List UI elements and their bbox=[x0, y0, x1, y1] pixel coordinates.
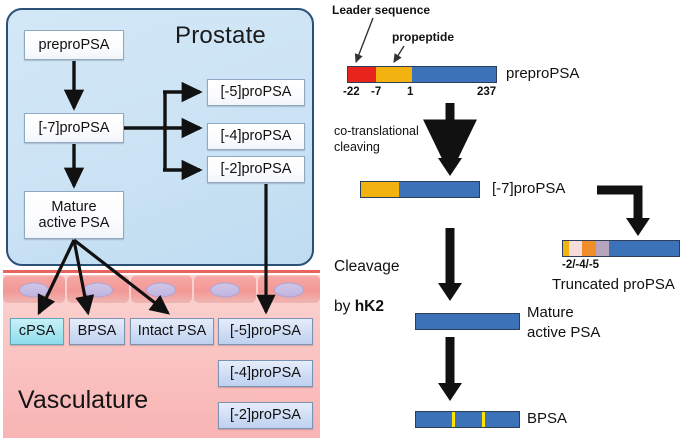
mature-active-psa-label: Mature active PSA bbox=[527, 304, 601, 341]
node-bpsa[interactable]: BPSA bbox=[69, 318, 125, 345]
truncated-orange-segment bbox=[582, 241, 596, 256]
node-minus7-proPSA[interactable]: [-7]proPSA bbox=[24, 113, 124, 143]
cleavage-line2-prefix: by bbox=[334, 298, 355, 316]
co-translational-cleaving-caption: co-translational cleaving bbox=[334, 124, 419, 154]
truncated-gold-segment bbox=[563, 241, 569, 256]
prostate-label: Prostate bbox=[175, 22, 266, 49]
tick-minus22: -22 bbox=[343, 86, 360, 98]
minus7-propsa-bar bbox=[360, 181, 480, 198]
bpsa-nick-1 bbox=[452, 412, 455, 427]
cell-nucleus bbox=[82, 282, 113, 297]
basement-membrane bbox=[3, 270, 320, 273]
node-vasc-minus5-proPSA[interactable]: [-5]proPSA bbox=[218, 318, 313, 345]
truncated-pink-segment bbox=[569, 241, 582, 256]
truncated-blue-segment bbox=[609, 241, 679, 256]
cell-nucleus bbox=[274, 282, 305, 297]
node-intact-psa[interactable]: Intact PSA bbox=[130, 318, 214, 345]
epithelial-cell bbox=[194, 275, 257, 303]
node-preproPSA[interactable]: preproPSA bbox=[24, 30, 124, 60]
propeptide-segment bbox=[376, 67, 412, 82]
leader-sequence-segment bbox=[348, 67, 376, 82]
truncated-mauve-segment bbox=[596, 241, 609, 256]
bpsa-blue-segment-1 bbox=[416, 412, 452, 427]
mature-psa-segment bbox=[399, 182, 479, 197]
minus7-propsa-label: [-7]proPSA bbox=[492, 180, 566, 197]
cleavage-by-hk2-caption: Cleavage by hK2 bbox=[334, 237, 400, 318]
bpsa-blue-segment-3 bbox=[485, 412, 519, 427]
bpsa-blue-segment-2 bbox=[455, 412, 482, 427]
vasculature-label: Vasculature bbox=[18, 386, 149, 414]
left-panel: Prostate Vasculature preproPSA [-7]proPS… bbox=[0, 0, 322, 438]
epithelial-cell bbox=[66, 275, 129, 303]
epithelial-cell-layer bbox=[3, 275, 320, 303]
propeptide-segment bbox=[361, 182, 399, 197]
propeptide-annotation: propeptide bbox=[392, 30, 454, 44]
node-vasc-minus2-proPSA[interactable]: [-2]proPSA bbox=[218, 402, 313, 429]
cell-nucleus bbox=[210, 282, 241, 297]
epithelial-cell bbox=[258, 275, 320, 303]
hk2-enzyme-label: hK2 bbox=[354, 298, 384, 316]
cell-nucleus bbox=[18, 282, 49, 297]
truncated-tick-label: -2/-4/-5 bbox=[562, 259, 600, 271]
tick-237: 237 bbox=[477, 86, 497, 98]
node-vasc-minus4-proPSA[interactable]: [-4]proPSA bbox=[218, 360, 313, 387]
mature-active-psa-bar bbox=[415, 313, 520, 330]
mature-psa-segment bbox=[416, 314, 519, 329]
tick-one: 1 bbox=[407, 86, 414, 98]
node-cpsa[interactable]: cPSA bbox=[10, 318, 64, 345]
prepro-psa-label: preproPSA bbox=[506, 65, 580, 82]
bpsa-nick-2 bbox=[482, 412, 485, 427]
mature-psa-segment bbox=[412, 67, 496, 82]
bpsa-bar bbox=[415, 411, 520, 428]
tick-minus7: -7 bbox=[371, 86, 382, 98]
leader-sequence-annotation: Leader sequence bbox=[332, 3, 431, 17]
node-minus5-proPSA[interactable]: [-5]proPSA bbox=[207, 79, 305, 106]
cleavage-line1: Cleavage bbox=[334, 258, 400, 276]
node-minus2-proPSA[interactable]: [-2]proPSA bbox=[207, 156, 305, 183]
epithelial-cell bbox=[3, 275, 65, 303]
right-panel: Leader sequence propeptide -22 -7 1 237 … bbox=[322, 0, 685, 438]
truncated-propsa-bar bbox=[562, 240, 680, 257]
prepro-psa-bar bbox=[347, 66, 497, 83]
bpsa-label: BPSA bbox=[527, 410, 568, 427]
truncated-propsa-label: Truncated proPSA bbox=[552, 276, 675, 293]
node-minus4-proPSA[interactable]: [-4]proPSA bbox=[207, 123, 305, 150]
epithelial-cell bbox=[130, 275, 193, 303]
node-mature-active-psa[interactable]: Mature active PSA bbox=[24, 191, 124, 239]
cell-nucleus bbox=[146, 282, 177, 297]
